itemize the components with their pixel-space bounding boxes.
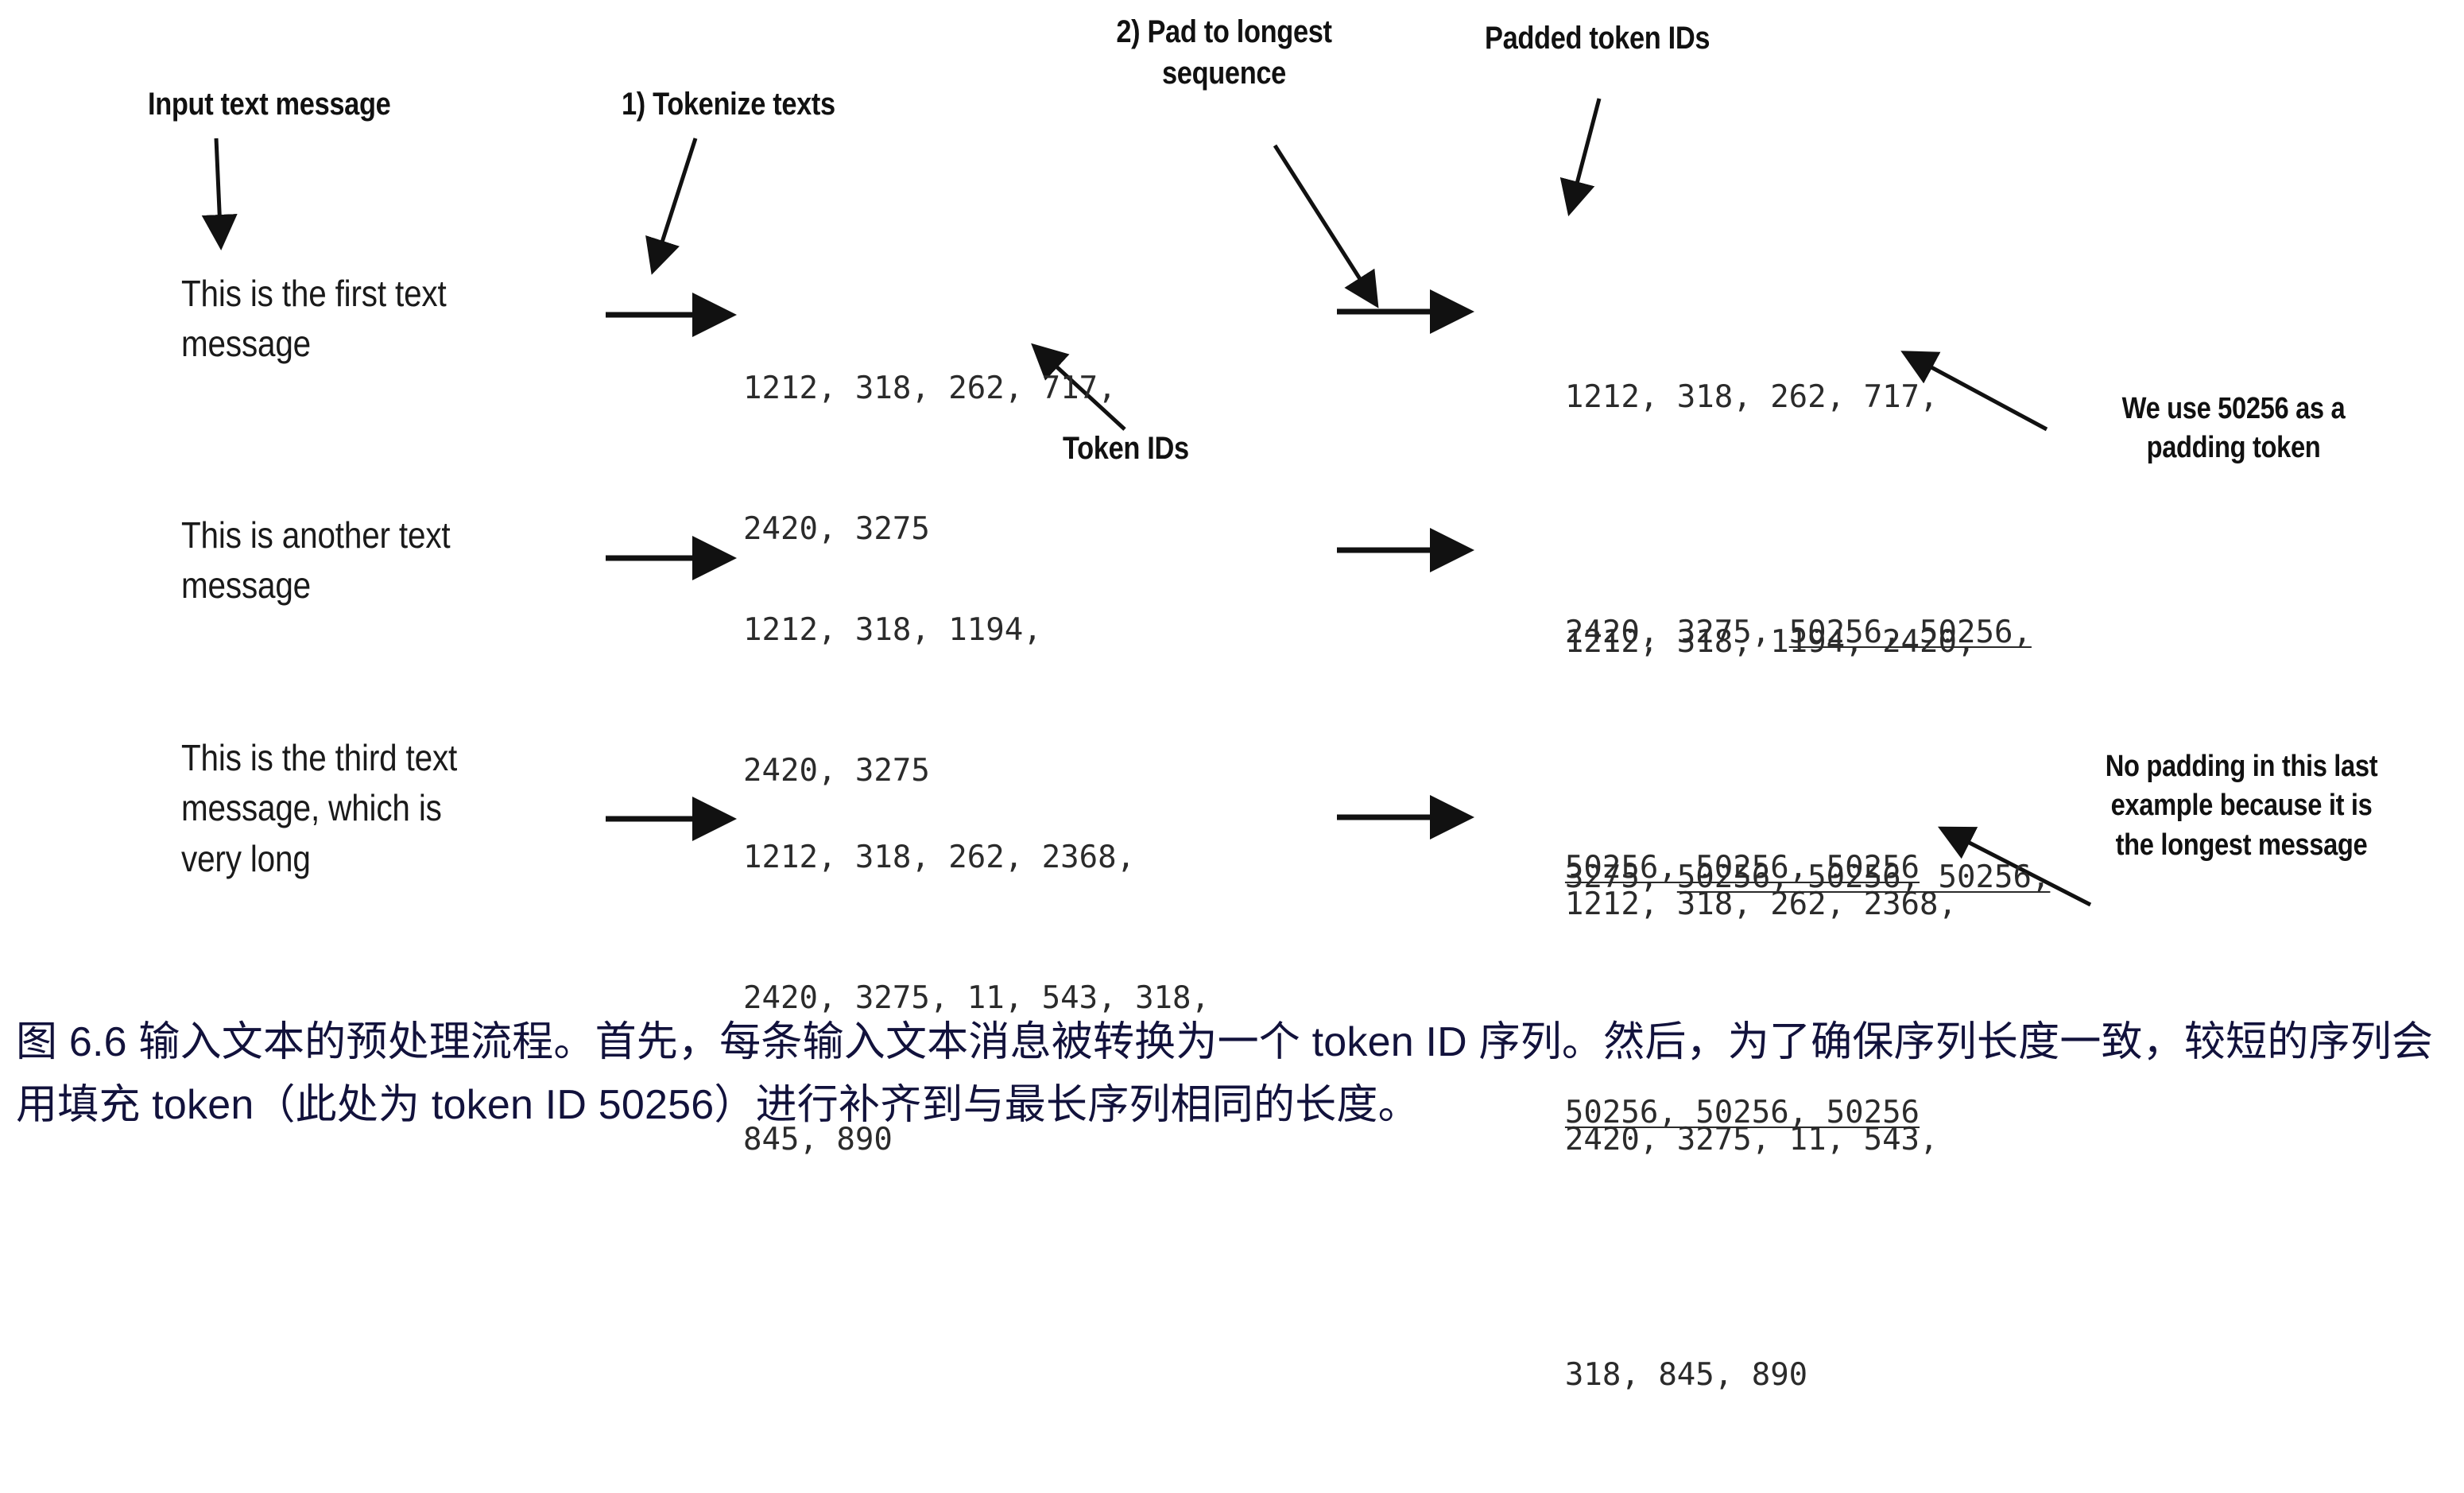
padded-line: 1212, 318, 1194, 2420,: [1490, 572, 2050, 713]
arrow-token-ids: [1031, 343, 1126, 431]
padded-seg: 1212, 318, 262, 2368,: [1564, 886, 1958, 922]
figure-caption: 图 6.6 输入文本的预处理流程。首先，每条输入文本消息被转换为一个 token…: [16, 1019, 2434, 1129]
padding-token-seg: 50256, 50256,: [1788, 615, 2032, 651]
transform-arrow-padded-row-2: [1337, 528, 1474, 572]
padded-line: 2420, 3275, 50256, 50256,: [1490, 562, 2032, 704]
token-ids-line: 1212, 318, 1194,: [743, 611, 1042, 648]
padded-line: 3275, 50256, 50256, 50256,: [1490, 807, 2051, 948]
token-ids-line: 1212, 318, 262, 717,: [743, 370, 1117, 406]
padded-line: 318, 845, 890: [1490, 1305, 1957, 1446]
annotation-no-padding-note: No padding in this last example because …: [2105, 750, 2378, 862]
padded-line: 1212, 318, 262, 2368,: [1490, 834, 1957, 975]
transform-arrow-row-2: [606, 536, 737, 580]
label-padded-token-ids: Padded token IDs: [1485, 21, 1710, 56]
padded-seg: 2420, 3275,: [1564, 615, 1789, 651]
token-ids-row-3: 1212, 318, 262, 2368, 2420, 3275, 11, 54…: [743, 739, 1210, 1211]
transform-arrow-row-1: [606, 293, 737, 337]
padded-line: 2420, 3275, 11, 543,: [1490, 1069, 1957, 1211]
message-text-row-1: This is the first text message: [181, 273, 447, 365]
padded-seg: 318, 845, 890: [1564, 1357, 1808, 1394]
token-ids-row-2: 1212, 318, 1194, 2420, 3275: [743, 512, 1042, 842]
token-ids-line: 2420, 3275, 11, 543, 318,: [743, 980, 1210, 1017]
arrow-pad-to-longest: [1273, 144, 1379, 308]
padding-token-seg: 50256, 50256, 50256: [1564, 1095, 1920, 1131]
padded-seg: 1212, 318, 1194, 2420,: [1564, 623, 1976, 660]
padded-line: 1212, 318, 262, 717,: [1490, 327, 2032, 468]
transform-arrow-padded-row-3: [1337, 795, 1474, 840]
transform-arrow-padded-row-1: [1337, 289, 1474, 334]
arrow-no-padding-note: [1937, 826, 2092, 907]
padded-seg: 3275,: [1564, 859, 1677, 896]
token-ids-line: 845, 890: [743, 1122, 893, 1158]
padded-token-ids-row-2: 1212, 318, 1194, 2420, 3275, 50256, 5025…: [1490, 477, 2051, 1231]
token-ids-line: 2420, 3275: [743, 511, 930, 548]
padded-seg: 1212, 318, 262, 717,: [1564, 378, 1939, 415]
arrow-tokenize-texts: [645, 138, 698, 275]
label-tokenize-texts: 1) Tokenize texts: [622, 87, 835, 122]
padded-seg: 2420, 3275, 11, 543,: [1564, 1122, 1939, 1158]
padded-token-ids-row-1: 1212, 318, 262, 717, 2420, 3275, 50256, …: [1490, 232, 2032, 986]
arrow-padding-token-note: [1900, 351, 2048, 432]
padded-line: 50256, 50256, 50256: [1490, 797, 2032, 939]
annotation-padding-token-note: We use 50256 as a padding token: [2121, 392, 2346, 465]
message-text-row-2: This is another text message: [181, 514, 451, 607]
padded-line: 50256, 50256, 50256: [1490, 1042, 2050, 1184]
padding-token-seg: 50256, 50256, 50256: [1564, 850, 1920, 886]
arrow-input-text-message: [201, 138, 238, 250]
token-ids-line: 2420, 3275: [743, 753, 930, 789]
token-ids-line: 1212, 318, 262, 2368,: [743, 839, 1136, 875]
padding-token-seg: 50256, 50256, 50256,: [1676, 859, 2051, 896]
arrow-padded-token-ids: [1559, 98, 1602, 217]
label-token-ids: Token IDs: [1063, 431, 1189, 466]
message-text-row-3: This is the third text message, which is…: [181, 737, 458, 879]
label-pad-to-longest-sequence: 2) Pad to longest sequence: [1116, 14, 1332, 91]
token-ids-row-1: 1212, 318, 262, 717, 2420, 3275: [743, 270, 1117, 600]
label-input-text-message: Input text message: [148, 87, 391, 122]
transform-arrow-row-3: [606, 797, 737, 841]
